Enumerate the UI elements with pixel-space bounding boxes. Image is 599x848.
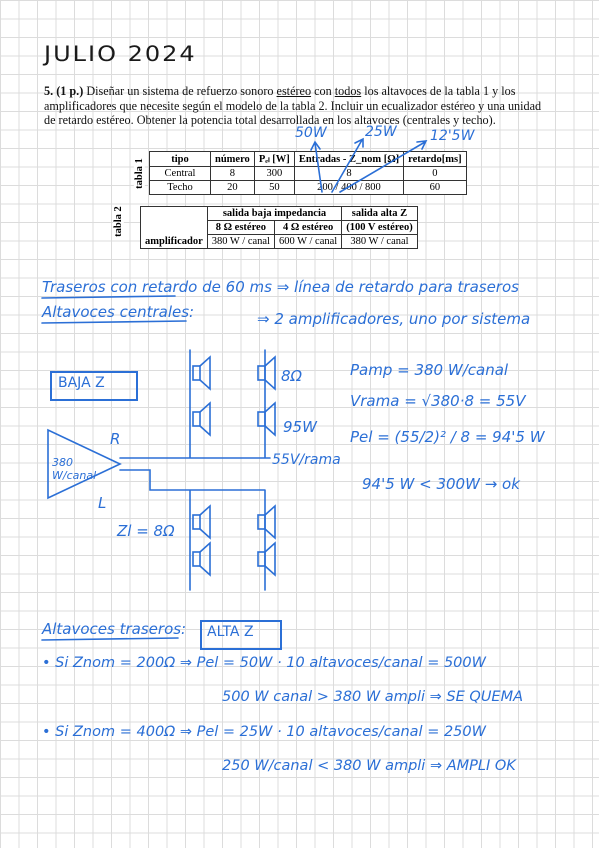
note-centrales-rest: ⇒ 2 amplificadores, uno por sistema [257,310,531,328]
arrow-25w [331,137,364,193]
speaker-icon [192,401,211,437]
speaker-icon [192,504,211,540]
annotation-50w: 50W [295,125,327,141]
amp-label: 380 W/canal [52,456,97,482]
underline-traseros [41,637,179,641]
problem-text-c: los altavoces de la tabla 1 y los amplif… [44,84,542,128]
wire-l [119,469,266,591]
rear-case2b: 250 W/canal < 380 W ampli ⇒ AMPLI OK [222,758,516,774]
label-l: L [98,494,107,512]
speaker-icon [257,504,276,540]
wire-r [119,349,271,459]
table-2: amplificador salida baja impedancia sali… [140,206,418,249]
word-estereo: estéreo [276,84,312,98]
problem-text-b: con [311,84,335,98]
speaker-icon [257,355,276,391]
alta-z-label: ALTA Z [207,624,254,640]
label-95w: 95W [283,418,317,436]
rear-case2: • Si Znom = 400Ω ⇒ Pel = 25W · 10 altavo… [42,724,486,740]
amp-triangle [47,428,122,500]
speaker-icon [257,401,276,437]
t2-row-header: amplificador [140,206,208,249]
calc-vrama: Vrama = √380·8 = 55V [350,392,526,410]
rear-case1: • Si Znom = 200Ω ⇒ Pel = 50W · 10 altavo… [42,655,486,671]
note-centrales-label: Altavoces centrales: [42,303,195,321]
underline-line1 [41,295,176,299]
page-title: JULIO 2024 [44,41,197,67]
label-zl: Zl = 8Ω [117,522,175,540]
speaker-icon [192,355,211,391]
t1-cell: 60 [403,180,467,195]
alta-z-box [200,620,282,650]
t1-cell: Techo [149,180,211,195]
baja-z-label: BAJA Z [58,375,105,391]
speaker-icon [257,541,276,577]
calc-pamp: Pamp = 380 W/canal [350,361,509,379]
rear-label: Altavoces traseros: [42,620,187,638]
arrow-12-5w [339,140,428,193]
label-r: R [110,430,121,448]
t1-cell: 0 [403,166,467,181]
rear-case1b: 500 W canal > 380 W ampli ⇒ SE QUEMA [222,689,524,705]
note-line1: Traseros con retardo de 60 ms ⇒ línea de… [42,278,519,296]
annotation-25w: 25W [365,124,397,140]
problem-statement: 5. (1 p.) Diseñar un sistema de refuerzo… [44,84,549,128]
calc-pel: Pel = (55/2)² / 8 = 94'5 W [350,428,545,446]
speaker-icon [192,541,211,577]
t2-val-100v: 380 W / canal [341,234,418,249]
label-8ohm: 8Ω [281,367,303,385]
baja-z-box [50,371,138,401]
label-55v: 55V/rama [272,452,341,468]
t2-val-4: 600 W / canal [273,234,343,249]
problem-text-a: Diseñar un sistema de refuerzo sonoro [83,84,277,98]
annotation-12-5w: 12'5W [430,128,475,144]
arrow-50w [310,140,323,193]
calc-check: 94'5 W < 300W → ok [362,475,520,493]
problem-number: 5. (1 p.) [44,84,84,98]
underline-centrales [41,320,187,324]
word-todos: todos [334,84,362,98]
